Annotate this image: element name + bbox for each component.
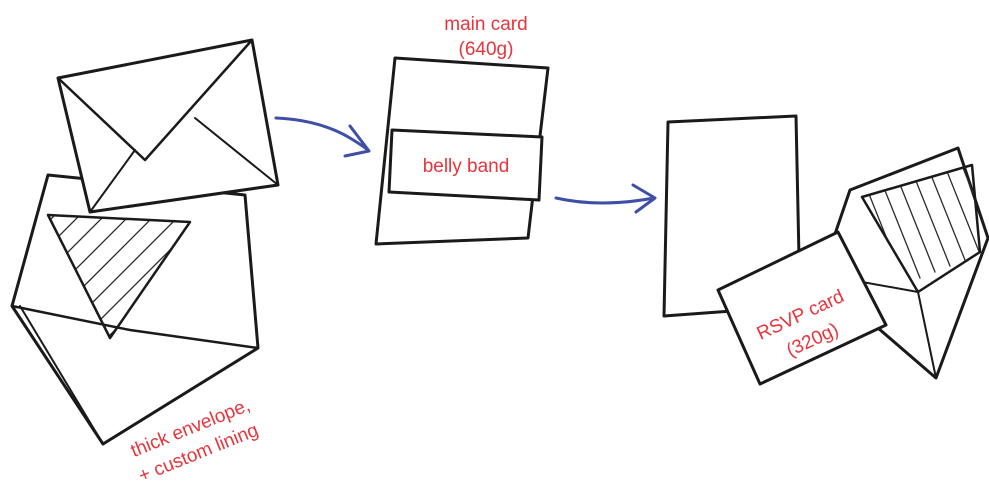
open-envelope-right [818, 146, 989, 380]
closed-envelope [56, 38, 280, 214]
main-card-weight-label: (640g) [459, 39, 514, 60]
rsvp-card [716, 230, 888, 386]
open-envelope-left [10, 173, 260, 446]
belly-band [387, 128, 544, 202]
rsvp-card-rect [716, 230, 888, 386]
open-envelope-left-body [10, 173, 260, 446]
belly-band-label: belly band [423, 156, 510, 177]
main-card-label: main card [444, 14, 527, 35]
arrow-envelope-to-card [274, 116, 371, 158]
arrow-card-to-set [554, 183, 657, 214]
closed-envelope-body [56, 38, 280, 214]
belly-band-rect [387, 128, 544, 202]
